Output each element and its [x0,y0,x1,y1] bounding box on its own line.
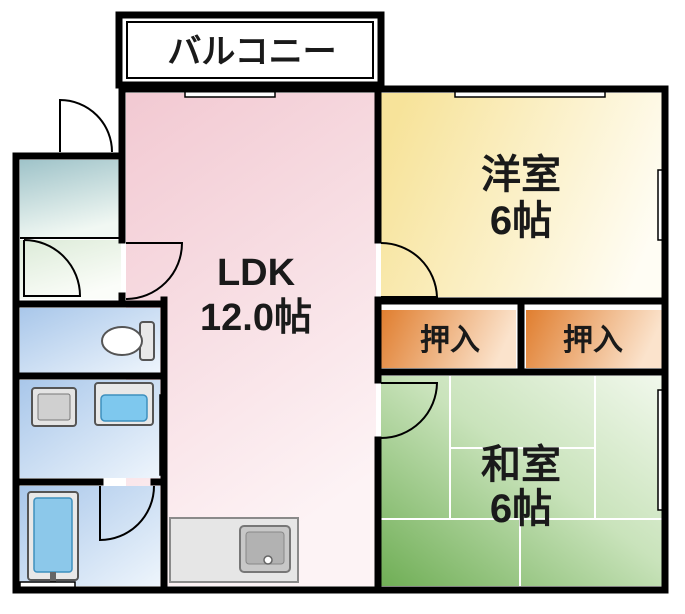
bathtub-icon [27,491,79,582]
japanese-door-icon [380,382,439,439]
closet-left-floor [381,310,516,368]
western-room-floor [381,93,662,297]
japanese-room-floor [381,376,662,586]
western-room-size: 6帖 [490,199,552,243]
hallway-floor [20,240,121,299]
washing-machine-icon [31,387,77,427]
washbasin-icon [94,382,154,426]
entrance-door-icon [59,98,113,153]
balcony-label: バルコニー [167,32,336,72]
door-swings [23,98,439,542]
walls [12,85,669,594]
ldk-door-icon [125,242,184,300]
ldk-floor [126,93,376,586]
closet-right-floor [526,310,662,368]
ldk-size: 12.0帖 [200,297,312,339]
japanese-room-name: 和室 [481,443,561,487]
entrance-floor [20,160,121,238]
western-room-name: 洋室 [481,153,561,197]
tatami-lines [381,376,662,586]
japanese-room-size: 6帖 [490,487,552,531]
closet-right-label: 押入 [563,323,623,358]
bathroom-door-icon [99,485,155,542]
kitchen-counter [169,517,299,583]
closet-left-label: 押入 [420,323,480,358]
ldk-name: LDK [217,252,296,294]
toilet-icon [101,321,155,361]
western-door-icon [380,242,439,298]
balcony: バルコニー [115,11,385,89]
